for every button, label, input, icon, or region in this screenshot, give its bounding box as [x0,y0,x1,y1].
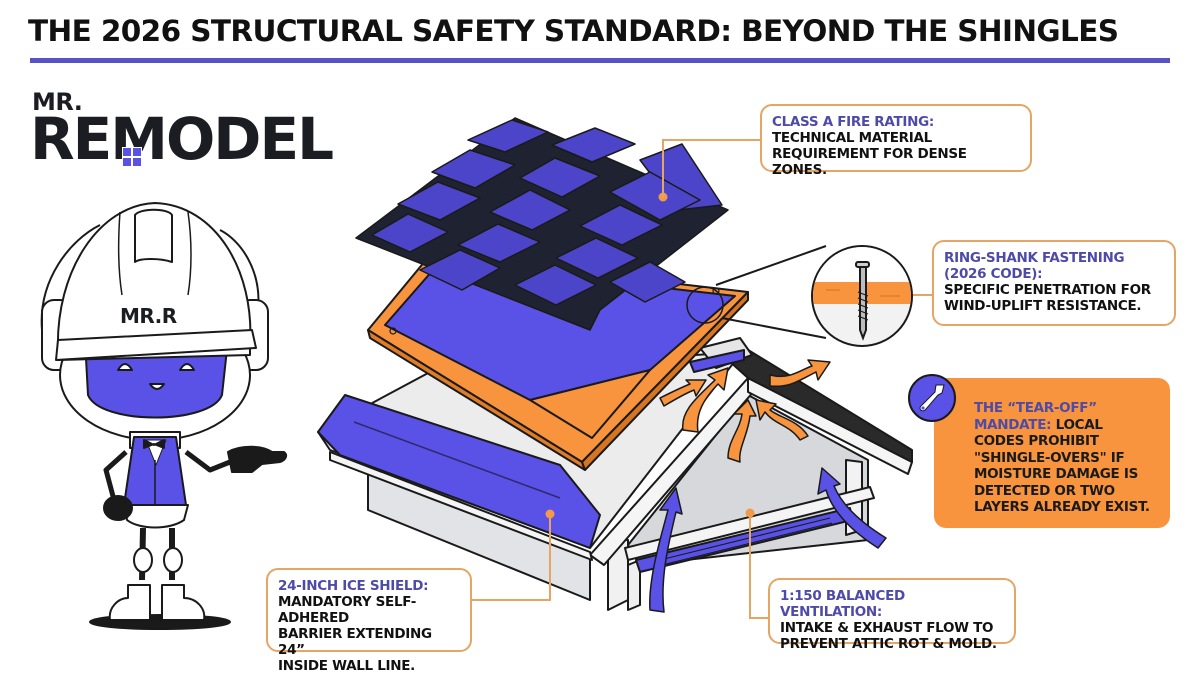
callout-body: CODES PROHIBIT [974,433,1099,449]
callout-body: WIND-UPLIFT RESISTANCE. [944,298,1142,314]
callout-body: BARRIER EXTENDING 24” [278,626,432,658]
callout-body: INTAKE & EXHAUST FLOW TO [780,620,994,636]
callout-body: SPECIFIC PENETRATION FOR [944,282,1151,298]
callout-body: REQUIREMENT FOR DENSE ZONES. [772,146,967,178]
callout-heading: (2026 CODE): [944,266,1043,282]
helmet-text: MR.R [120,304,177,328]
logo-wordmark: REMODEL [30,105,334,173]
callout-body: MOISTURE DAMAGE IS [974,466,1139,482]
callout-body: LOCAL [1051,416,1103,433]
callout-body: "SHINGLE-OVERS" IF [974,449,1125,466]
callout-body: INSIDE WALL LINE. [278,658,416,674]
callout-heading: 1:150 BALANCED VENTILATION: [780,588,905,620]
callout-heading: RING-SHANK FASTENING [944,250,1125,266]
airflow-arrows [649,359,887,613]
callout-body: MANDATORY SELF-ADHERED [278,594,417,626]
callout-body: LAYERS ALREADY EXIST. [974,499,1150,515]
scraper-icon [908,374,956,422]
callout-ring-shank-fastening: RING-SHANK FASTENING (2026 CODE): SPECIF… [932,240,1176,326]
logo-window-icon [122,147,142,167]
callout-fire-rating: CLASS A FIRE RATING: TECHNICAL MATERIAL … [760,104,1032,178]
page-title: THE 2026 STRUCTURAL SAFETY STANDARD: BEY… [28,14,1119,48]
callout-body: PREVENT ATTIC ROT & MOLD. [780,636,997,652]
callout-heading: MANDATE: [974,416,1052,433]
mascot-robot [40,202,288,630]
shingle-layer [355,117,729,331]
callout-ice-shield: 24-INCH ICE SHIELD: MANDATORY SELF-ADHER… [266,568,472,674]
callout-balanced-ventilation: 1:150 BALANCED VENTILATION: INTAKE & EXH… [768,578,1016,652]
callout-tear-off-mandate: THE “TEAR-OFF” MANDATE: LOCAL CODES PROH… [934,378,1170,528]
callout-heading: 24-INCH ICE SHIELD: [278,578,429,594]
callout-heading: THE “TEAR-OFF” [974,400,1097,416]
callout-body: DETECTED OR TWO [974,482,1115,499]
callout-body: TECHNICAL MATERIAL [772,130,932,146]
logo-prefix: MR. [32,88,83,116]
callout-heading: CLASS A FIRE RATING: [772,114,935,130]
callout-leaders [470,139,932,619]
title-underline [30,58,1170,63]
